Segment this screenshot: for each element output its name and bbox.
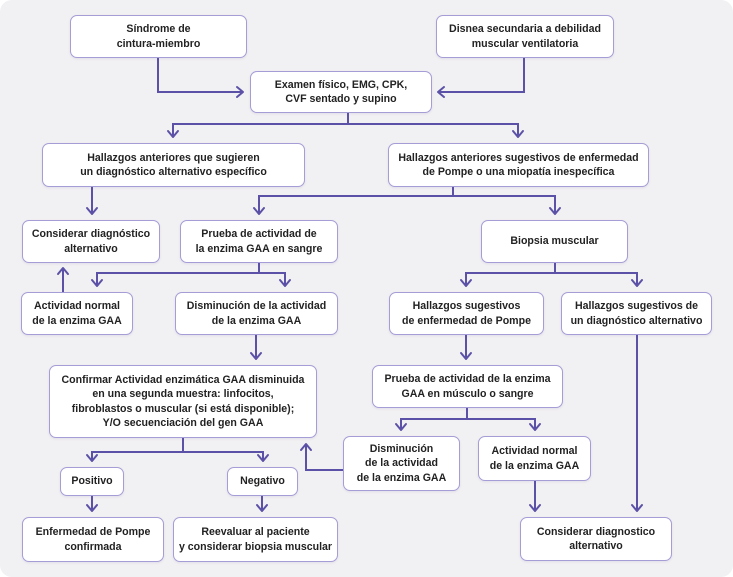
edge-h-l xyxy=(555,272,643,287)
node-actividad-normal-der: Actividad normal de la enzima GAA xyxy=(478,436,591,481)
node-disminucion-actividad-der: Disminución de la actividad de la enzima… xyxy=(343,436,460,491)
node-biopsia-muscular: Biopsia muscular xyxy=(481,220,628,263)
node-considerar-diagnostico-alternativo-der: Considerar diagnostico alternativo xyxy=(520,517,672,561)
node-reevaluar-paciente: Reevaluar al paciente y considerar biops… xyxy=(173,517,338,562)
node-examen-fisico: Examen físico, EMG, CPK, CVF sentado y s… xyxy=(250,71,432,113)
edge-c-d xyxy=(167,113,349,138)
node-confirmar-segunda-muestra: Confirmar Actividad enzimática GAA dismi… xyxy=(49,365,317,438)
edge-e-h xyxy=(453,195,561,215)
edge-o-m xyxy=(300,443,343,471)
node-hallazgos-diagnostico-alternativo: Hallazgos anteriores que sugieren un dia… xyxy=(42,143,305,187)
edge-g-j xyxy=(259,272,291,287)
node-actividad-normal-izq: Actividad normal de la enzima GAA xyxy=(21,292,133,335)
node-positivo: Positivo xyxy=(60,467,124,496)
node-pompe-confirmada: Enfermedad de Pompe confirmada xyxy=(22,517,164,562)
node-prueba-gaa-sangre: Prueba de actividad de la enzima GAA en … xyxy=(180,220,338,263)
node-considerar-diagnostico-alternativo-izq: Considerar diagnóstico alternativo xyxy=(22,220,160,263)
edge-m-positivo xyxy=(86,438,184,462)
node-hallazgos-sugestivos-pompe: Hallazgos anteriores sugestivos de enfer… xyxy=(388,143,649,187)
edge-a-c xyxy=(157,58,244,98)
edge-e-g xyxy=(253,187,454,215)
node-disminucion-actividad-izq: Disminución de la actividad de la enzima… xyxy=(175,292,338,335)
edge-n-p xyxy=(467,418,541,431)
node-prueba-gaa-musculo-sangre: Prueba de actividad de la enzima GAA en … xyxy=(372,365,563,408)
edge-n-o xyxy=(395,408,468,431)
edge-c-e xyxy=(348,123,524,138)
edge-g-i xyxy=(91,263,260,287)
node-hallazgos-alternativo-biopsia: Hallazgos sugestivos de un diagnóstico a… xyxy=(561,292,712,335)
edge-m-negativo xyxy=(183,451,269,462)
edge-h-k xyxy=(460,263,556,287)
node-disnea-secundaria: Disnea secundaria a debilidad muscular v… xyxy=(436,15,614,58)
node-negativo: Negativo xyxy=(227,467,298,496)
node-sindrome-cintura-miembro: Síndrome de cintura-miembro xyxy=(70,15,247,58)
node-hallazgos-pompe-biopsia: Hallazgos sugestivos de enfermedad de Po… xyxy=(389,292,544,335)
edge-b-c xyxy=(437,58,525,98)
